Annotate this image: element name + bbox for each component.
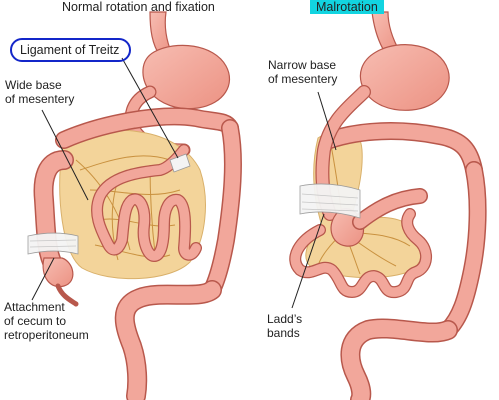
mal-stomach [359, 44, 450, 111]
label-narrow-base-line1: Narrow base [268, 58, 337, 72]
label-attachment-line1: Attachment [4, 300, 65, 314]
label-ligament-of-treitz: Ligament of Treitz [10, 38, 132, 62]
label-narrow-base-mesentery: Narrow base of mesentery [268, 58, 337, 86]
label-wide-base-line2: of mesentery [5, 92, 75, 106]
normal-intestine [27, 11, 242, 400]
treitz-band [169, 153, 191, 173]
malrotation-leader-lines [291, 91, 337, 309]
label-wide-base-line1: Wide base [5, 78, 62, 92]
label-wide-base-mesentery: Wide base of mesentery [5, 78, 74, 106]
label-attachment-line2: of cecum to [4, 314, 67, 328]
title-malrotation: Malrotation [310, 0, 384, 14]
label-attachment-line3: retroperitoneum [4, 328, 89, 342]
normal-cecum [42, 257, 74, 288]
label-narrow-base-line2: of mesentery [268, 72, 338, 86]
normal-appendix [55, 283, 79, 307]
normal-leader-lines [31, 57, 179, 301]
title-normal-rotation: Normal rotation and fixation [62, 0, 215, 14]
cecum-attachment-band [27, 232, 79, 255]
malrotation-intestine [289, 11, 487, 400]
normal-stomach [142, 44, 231, 110]
label-ladds-bands: Ladd’s bands [267, 312, 302, 340]
label-attachment-cecum: Attachment of cecum to retroperitoneum [4, 300, 89, 342]
label-ladds-line2: bands [267, 326, 300, 340]
label-ladds-line1: Ladd’s [267, 312, 303, 326]
